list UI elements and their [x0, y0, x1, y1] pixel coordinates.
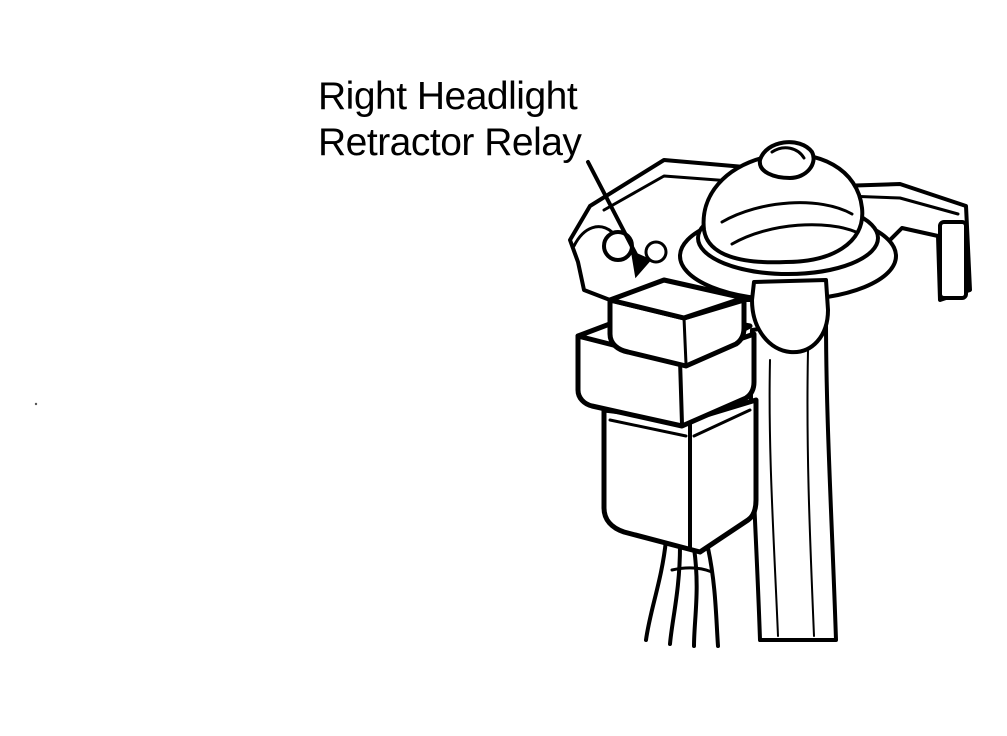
relay-callout-label: Right Headlight Retractor Relay: [318, 74, 582, 166]
harness-grommet: [678, 140, 898, 355]
relay-body: [601, 397, 759, 555]
wiring-harness-tube: [748, 318, 838, 642]
scan-speck: [34, 402, 38, 406]
relay-cap: [607, 277, 747, 369]
relay-wires: [644, 538, 720, 648]
callout-line-2: Retractor Relay: [318, 121, 582, 164]
callout-leader-line: [586, 160, 652, 279]
callout-line-1: Right Headlight: [318, 75, 578, 118]
